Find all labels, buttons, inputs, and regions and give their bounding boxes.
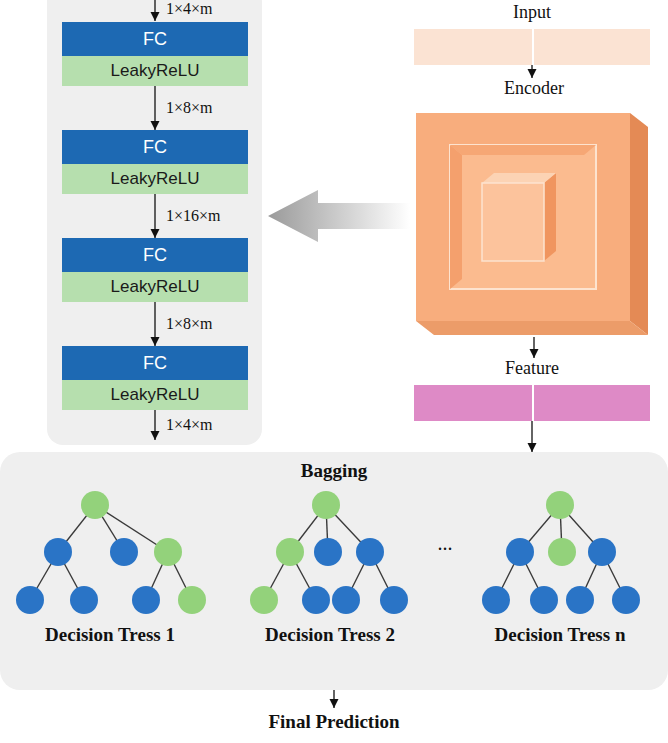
tree-node: [154, 538, 182, 566]
layer-name: FC: [143, 245, 167, 266]
vector-bar: [414, 29, 650, 65]
output-label: Final Prediction: [268, 711, 399, 733]
dimension-label: 1×16×m: [164, 207, 223, 225]
ellipsis: ...: [438, 532, 453, 555]
dimension-label: 1×4×m: [166, 0, 213, 18]
tree-node: [530, 586, 558, 614]
feature-bar: Feature: [414, 358, 650, 421]
flow-arrow: [531, 421, 532, 452]
layer-name: FC: [143, 137, 167, 158]
tree-node: [302, 586, 330, 614]
bagging-panel: [0, 452, 668, 690]
tree-node: [178, 586, 206, 614]
tree-node: [16, 586, 44, 614]
layer-panel: [47, 0, 262, 445]
tree-node: [276, 538, 304, 566]
tree-node: [506, 538, 534, 566]
flow-arrow: [531, 65, 532, 78]
bar-divider: [532, 385, 534, 421]
decision-tree: [482, 491, 640, 614]
encoder-cube: [408, 105, 660, 337]
tree-node: [314, 538, 342, 566]
tree-label: Decision Tress 2: [265, 624, 395, 646]
fc-layer: FC: [62, 346, 248, 380]
decision-tree: [16, 491, 206, 614]
activation-layer: LeakyReLU: [62, 164, 248, 194]
layer-name: FC: [143, 29, 167, 50]
tree-node: [546, 491, 574, 519]
flow-arrow: [154, 302, 155, 346]
block-title: Input: [513, 2, 551, 23]
dimension-label: 1×8×m: [164, 315, 215, 333]
encoder-block: Encoder: [408, 78, 660, 337]
expand-arrow: [268, 190, 410, 242]
flow-arrow: [533, 337, 534, 358]
feature-bar: Input: [414, 2, 650, 65]
decision-tree: [250, 491, 408, 614]
layer-name: FC: [143, 353, 167, 374]
prediction-arrow: [333, 690, 334, 708]
activation-layer: LeakyReLU: [62, 272, 248, 302]
tree-node: [588, 538, 616, 566]
dimension-label: 1×4×m: [166, 416, 213, 434]
fc-layer: FC: [62, 22, 248, 56]
activation-layer: LeakyReLU: [62, 380, 248, 410]
block-title: Bagging: [301, 460, 368, 482]
block-title: Encoder: [504, 78, 564, 99]
activation-layer: LeakyReLU: [62, 56, 248, 86]
bagging-group: Bagging: [0, 452, 668, 690]
tree-node: [612, 586, 640, 614]
tree-node: [548, 538, 576, 566]
tree-node: [482, 586, 510, 614]
tree-node: [312, 491, 340, 519]
layer-name: LeakyReLU: [111, 169, 200, 189]
tree-node: [110, 538, 138, 566]
tree-label: Decision Tress n: [495, 624, 626, 646]
tree-node: [70, 586, 98, 614]
tree-node: [81, 491, 109, 519]
decision-trees: [16, 491, 640, 614]
tree-node: [332, 586, 360, 614]
layer-name: LeakyReLU: [111, 385, 200, 405]
tree-node: [380, 586, 408, 614]
layer-name: LeakyReLU: [111, 277, 200, 297]
fc-layer: FC: [62, 130, 248, 164]
layer-name: LeakyReLU: [111, 61, 200, 81]
output-arrow: [154, 410, 155, 440]
flow-arrow: [154, 86, 155, 130]
input-arrow: [154, 0, 155, 21]
tree-node: [250, 586, 278, 614]
tree-node: [566, 586, 594, 614]
tree-node: [356, 538, 384, 566]
tree-node: [44, 538, 72, 566]
bar-divider: [532, 29, 534, 65]
block-title: Feature: [505, 358, 559, 379]
vector-bar: [414, 385, 650, 421]
tree-label: Decision Tress 1: [45, 624, 175, 646]
fc-layer: FC: [62, 238, 248, 272]
dimension-label: 1×8×m: [164, 99, 215, 117]
tree-node: [132, 586, 160, 614]
flow-arrow: [154, 194, 155, 238]
